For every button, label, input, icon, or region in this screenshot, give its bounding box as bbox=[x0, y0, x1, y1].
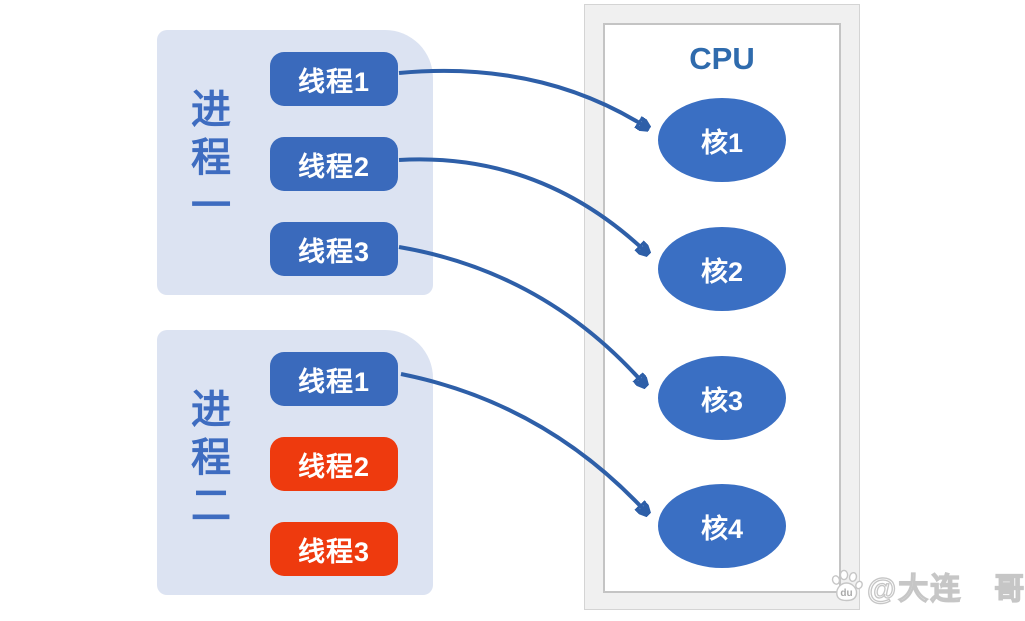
process-2-thread-2: 线程2 bbox=[270, 437, 398, 491]
thread-label: 线程3 bbox=[297, 536, 371, 567]
thread-label: 线程2 bbox=[297, 151, 371, 182]
svg-text:du: du bbox=[840, 588, 852, 599]
process-2-label: 进程二 bbox=[185, 388, 229, 532]
process-2-box: 进程二 线程1 线程2 线程3 bbox=[157, 330, 433, 595]
core-label: 核2 bbox=[700, 256, 744, 287]
cpu-frame: CPU 核1 核2 核3 核4 bbox=[584, 4, 860, 610]
core-label: 核4 bbox=[700, 513, 744, 544]
process-1-thread-1: 线程1 bbox=[270, 52, 398, 106]
cpu-core-1: 核1 bbox=[658, 98, 786, 182]
process-1-thread-3: 线程3 bbox=[270, 222, 398, 276]
watermark: du @大连 哥 bbox=[828, 564, 1025, 608]
thread-label: 线程1 bbox=[297, 366, 371, 397]
cpu-box: CPU 核1 核2 核3 核4 bbox=[603, 23, 841, 593]
thread-label: 线程1 bbox=[297, 66, 371, 97]
process-1-label: 进程一 bbox=[185, 88, 229, 232]
baidu-paw-icon: du bbox=[831, 569, 863, 602]
cpu-core-2: 核2 bbox=[658, 227, 786, 311]
cpu-core-4: 核4 bbox=[658, 484, 786, 568]
process-2-thread-3: 线程3 bbox=[270, 522, 398, 576]
cpu-core-3: 核3 bbox=[658, 356, 786, 440]
core-label: 核1 bbox=[700, 127, 744, 158]
watermark-text: @大连 哥 bbox=[866, 572, 1025, 606]
thread-label: 线程2 bbox=[297, 451, 371, 482]
thread-label: 线程3 bbox=[297, 236, 371, 267]
core-label: 核3 bbox=[700, 385, 744, 416]
process-1-box: 进程一 线程1 线程2 线程3 bbox=[157, 30, 433, 295]
cpu-title: CPU bbox=[689, 41, 755, 76]
process-2-thread-1: 线程1 bbox=[270, 352, 398, 406]
process-1-thread-2: 线程2 bbox=[270, 137, 398, 191]
